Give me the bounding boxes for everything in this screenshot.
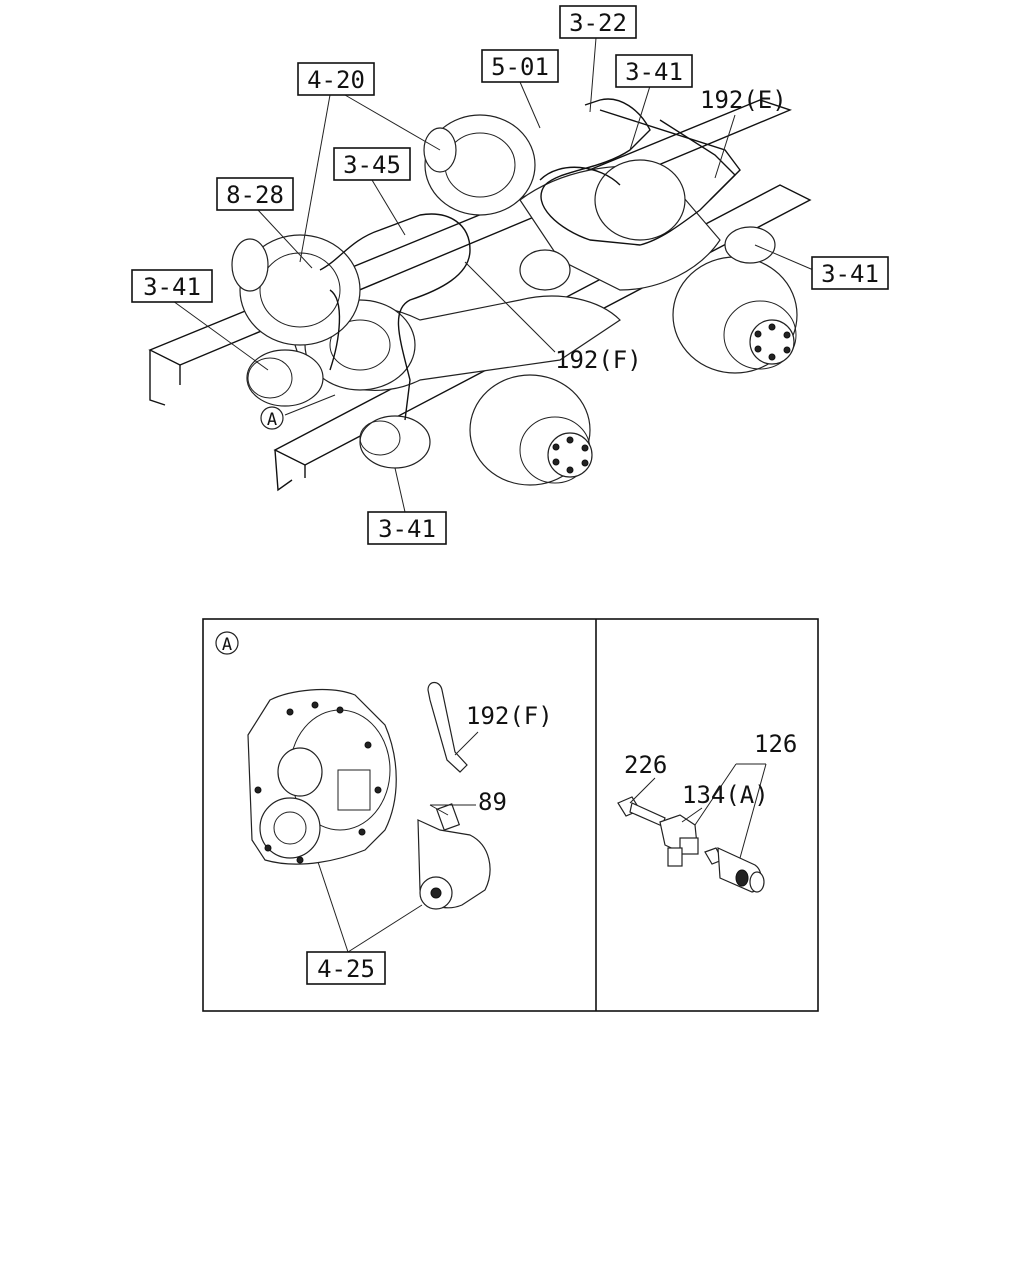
callout-3-45: 3-45 [333, 147, 411, 181]
callout-3-22-text: 3-22 [569, 9, 627, 37]
callout-5-01-text: 5-01 [491, 53, 549, 81]
callout-4-25: 4-25 [306, 951, 386, 985]
label-192f-main: 192(F) [555, 346, 642, 374]
callout-4-20: 4-20 [297, 62, 375, 96]
brake-chambers [246, 249, 571, 469]
label-192e: 192(E) [700, 86, 787, 114]
callout-3-22: 3-22 [559, 5, 637, 39]
callout-4-20-text: 4-20 [307, 66, 365, 94]
callout-3-41-left: 3-41 [131, 269, 213, 303]
view-a-marker-detail-text: A [222, 635, 232, 655]
brake-chamber-bottom [359, 415, 431, 469]
fitting-89 [435, 803, 461, 831]
label-89: 89 [478, 788, 507, 816]
rear-axle-housing [519, 159, 721, 291]
pressure-switch-126 [704, 847, 765, 893]
callout-3-41-right-text: 3-41 [821, 260, 879, 288]
leader-lines-detail [317, 731, 767, 953]
callout-3-41-top: 3-41 [615, 54, 693, 88]
callout-8-28-text: 8-28 [226, 181, 284, 209]
rear-differential [594, 159, 686, 241]
rear-right-hub [672, 226, 798, 374]
callout-4-25-text: 4-25 [317, 955, 375, 983]
bolt-226 [617, 796, 666, 827]
label-226: 226 [624, 751, 667, 779]
front-right-hub [469, 374, 593, 486]
brake-chamber-mid [519, 249, 571, 291]
view-a-marker-main-text: A [267, 410, 277, 430]
callout-3-41-top-text: 3-41 [625, 58, 683, 86]
view-a-marker-detail: A [215, 631, 239, 655]
brake-chamber-left [246, 349, 324, 407]
callout-5-01: 5-01 [481, 49, 559, 83]
leader-lines-main [172, 37, 819, 513]
hose-192f [427, 681, 468, 773]
front-left-hub [231, 234, 361, 346]
tee-fitting-134a [659, 814, 699, 867]
view-a-marker-main: A [260, 406, 284, 430]
differential-carrier [247, 688, 397, 865]
label-192f-detail: 192(F) [466, 702, 553, 730]
label-134a: 134(A) [682, 781, 769, 809]
callout-3-45-text: 3-45 [343, 151, 401, 179]
valve-assembly [417, 819, 491, 910]
rear-left-hub [423, 114, 536, 216]
callout-3-41-bottom-text: 3-41 [378, 515, 436, 543]
callout-3-41-left-text: 3-41 [143, 273, 201, 301]
callout-3-41-bottom: 3-41 [367, 511, 447, 545]
callout-8-28: 8-28 [216, 177, 294, 211]
callout-3-41-right: 3-41 [811, 256, 889, 290]
label-126: 126 [754, 730, 797, 758]
